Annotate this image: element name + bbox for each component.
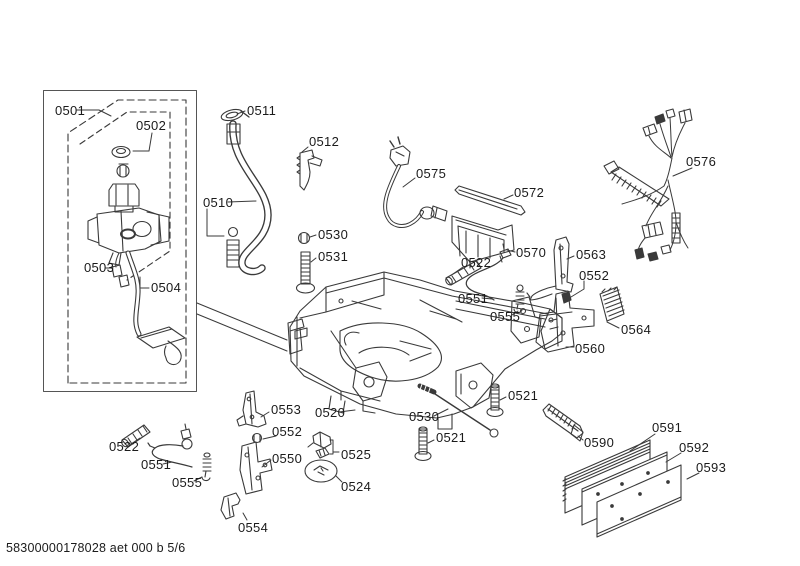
part-label-0570: 0570 [516, 245, 547, 260]
part-label-0531: 0531 [318, 249, 349, 264]
cable-harness-drawing [603, 108, 693, 262]
part-label-0530-bottom: 0530 [409, 409, 440, 424]
part-label-0551-mid: 0551 [458, 291, 489, 306]
aquastop-valve-drawing [87, 132, 186, 366]
callout-box-0501 [43, 90, 288, 392]
part-label-0512: 0512 [309, 134, 340, 149]
part-label-0525: 0525 [341, 447, 372, 462]
document-number: 58300000178028 aet 000 b 5/6 [6, 541, 186, 555]
rod-and-screws-drawing [414, 383, 507, 462]
part-label-0553: 0553 [271, 402, 302, 417]
part-label-0554: 0554 [238, 520, 269, 535]
part-label-0591: 0591 [652, 420, 683, 435]
part-label-0555-left: 0555 [172, 475, 203, 490]
part-label-0575: 0575 [416, 166, 447, 181]
part-label-0504: 0504 [151, 280, 182, 295]
base-panels-drawing [542, 403, 700, 538]
part-label-0590: 0590 [584, 435, 615, 450]
part-label-0510: 0510 [203, 195, 234, 210]
part-label-0572: 0572 [514, 185, 545, 200]
panel-0570-drawing [451, 215, 516, 269]
part-label-0555-mid: 0555 [490, 309, 521, 324]
mount-brackets-drawing [220, 390, 277, 521]
part-label-0530-top: 0530 [318, 227, 349, 242]
part-label-0592: 0592 [679, 440, 710, 455]
part-label-0560: 0560 [575, 341, 606, 356]
part-label-0521-left: 0521 [436, 430, 467, 445]
part-label-0511: 0511 [247, 103, 277, 118]
lower-left-parts-drawing [121, 423, 212, 482]
part-label-0550: 0550 [272, 451, 303, 466]
switch-parts-drawing [304, 431, 343, 483]
bracket-0512-drawing [296, 146, 323, 191]
inlet-hose-drawing [206, 108, 272, 276]
part-label-0502: 0502 [136, 118, 167, 133]
nut-and-screw-drawing [295, 231, 317, 294]
base-assembly-drawing [287, 271, 563, 430]
part-label-0524: 0524 [341, 479, 372, 494]
part-label-0521-right: 0521 [508, 388, 539, 403]
part-label-0564: 0564 [621, 322, 652, 337]
part-label-0551-left: 0551 [141, 457, 172, 472]
part-label-0552-left: 0552 [272, 424, 303, 439]
part-label-0593: 0593 [696, 460, 727, 475]
part-label-0552-mid: 0552 [579, 268, 610, 283]
part-label-0563: 0563 [576, 247, 607, 262]
part-label-0503: 0503 [84, 260, 115, 275]
part-label-0522-left: 0522 [109, 439, 140, 454]
side-brackets-drawing [526, 236, 625, 353]
part-label-0576: 0576 [686, 154, 717, 169]
part-label-0501: 0501 [55, 103, 86, 118]
power-cord-drawing [383, 136, 448, 228]
part-label-0522-mid: 0522 [461, 255, 492, 270]
cover-strip-drawing [454, 185, 526, 216]
part-label-0520: 0520 [315, 405, 346, 420]
